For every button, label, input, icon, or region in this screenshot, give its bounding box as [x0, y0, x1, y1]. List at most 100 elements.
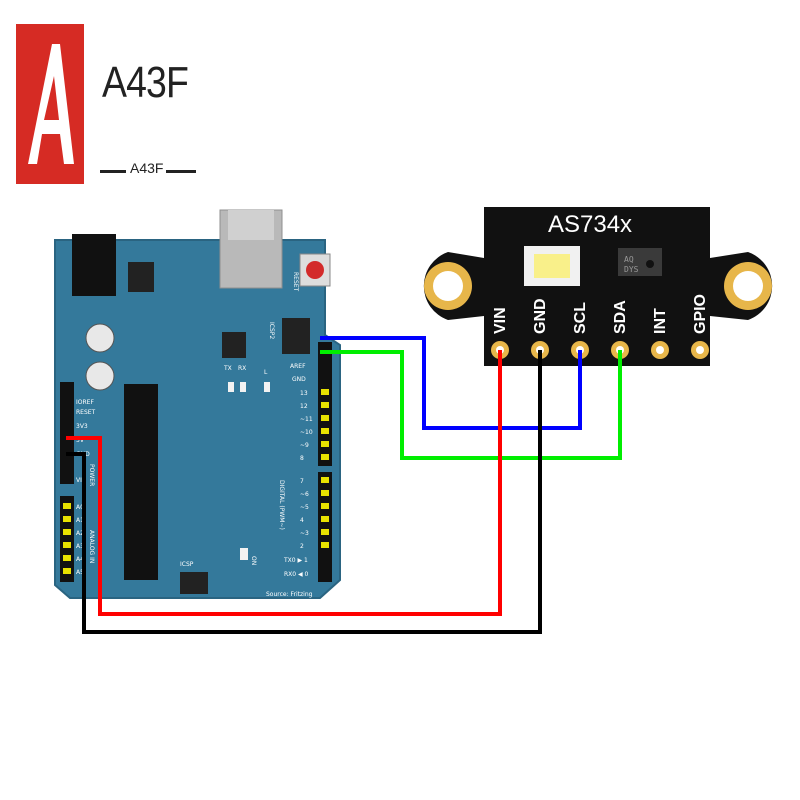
digital-pin-socket	[321, 542, 329, 548]
3v3-label: 3V3	[76, 423, 88, 430]
icsp2-label: ICSP2	[268, 322, 275, 339]
digital-label: DIGITAL (PWM~)	[278, 480, 285, 530]
analog-pin-label: A2	[76, 530, 84, 537]
wires	[66, 336, 622, 634]
icsp2-header	[282, 318, 310, 354]
digital-pin-label: 2	[300, 543, 304, 550]
usb-chip	[222, 332, 246, 358]
digital-pin-label: ~5	[300, 504, 309, 511]
digital-pin-socket	[321, 503, 329, 509]
sensor-pin-label-gnd: GND	[532, 298, 549, 334]
digital-pin-socket	[321, 454, 329, 460]
sensor-pins: VIN GND SCL SDA INT GPIO	[491, 294, 709, 359]
digital-pin-socket	[321, 516, 329, 522]
chip-marking: AQ	[624, 255, 634, 264]
sensor-pin-label-int: INT	[652, 308, 669, 334]
l-led	[264, 382, 270, 392]
digital-pin-label: 12	[300, 403, 308, 410]
brand-logo	[16, 24, 84, 184]
sensor-pin-hole-gpio	[696, 346, 704, 354]
5v-label: 5V	[76, 437, 85, 444]
as734x-sensor-board: AS734x AQ DYS VIN GND SCL SDA INT GPIO	[423, 207, 773, 366]
digital-pin-label: ~10	[300, 429, 313, 436]
brand-sub: A43F	[130, 160, 164, 176]
digital-pin-label: ~6	[300, 491, 309, 498]
sensor-pin-hole-int	[656, 346, 664, 354]
analog-label: ANALOG IN	[88, 530, 95, 563]
reset-label: RESET	[292, 272, 299, 292]
wire-scl	[320, 336, 582, 430]
ioref-label: IOREF	[76, 399, 94, 406]
rx-led	[240, 382, 246, 392]
digital-pin-label: ~11	[300, 416, 313, 423]
capacitor-1	[85, 323, 115, 353]
digital-pin-label: 4	[300, 517, 304, 524]
brand-sub-line-left	[100, 170, 126, 173]
aref-label: AREF	[290, 363, 306, 370]
rx-label: RX	[238, 365, 246, 372]
analog-pin-socket	[63, 503, 71, 509]
analog-pin-label: A3	[76, 543, 84, 550]
sensor-pin-label-gpio: GPIO	[692, 294, 709, 334]
l-label: L	[264, 369, 268, 376]
digital-pin-socket	[321, 415, 329, 421]
analog-pin-label: A1	[76, 517, 84, 524]
analog-pin-label: A4	[76, 556, 84, 563]
icsp-label: ICSP	[180, 561, 194, 568]
digital-pin-label: ~9	[300, 442, 309, 449]
tx-label: TX	[223, 365, 232, 372]
icsp-header	[180, 572, 208, 594]
on-label: ON	[250, 556, 257, 565]
reset-button[interactable]	[306, 261, 324, 279]
digital-pin-label: 13	[300, 390, 308, 397]
chip-marking-2: DYS	[624, 265, 639, 274]
wire-vin	[66, 350, 502, 616]
tx-led	[228, 382, 234, 392]
digital-pin-socket	[321, 490, 329, 496]
digital-header-bottom	[318, 472, 332, 582]
rx0-label: RX0 ◀ 0	[284, 571, 309, 578]
arduino-board: RESET ICSP2 TX RX L ICSP ON Source: Frit…	[54, 209, 341, 599]
digital-pin-socket	[321, 529, 329, 535]
analog-pin-label: A5	[76, 569, 84, 576]
digital-pin-socket	[321, 441, 329, 447]
power-label: POWER	[88, 464, 95, 486]
mount-hole-right	[733, 271, 763, 301]
tx1-label: TX0 ▶ 1	[283, 557, 308, 564]
power-header	[60, 382, 74, 484]
digital-pin-label: 7	[300, 478, 304, 485]
digital-pin-label: 8	[300, 455, 304, 462]
brand-sub-line-right	[166, 170, 196, 173]
brand-sub-block: A43F	[100, 160, 196, 180]
digital-pin-socket	[321, 402, 329, 408]
usb-port-inner	[228, 210, 274, 240]
wire-gnd	[66, 350, 542, 634]
analog-pin-socket	[63, 542, 71, 548]
analog-pin-label: A0	[76, 504, 84, 511]
digital-pin-socket	[321, 389, 329, 395]
analog-pin-socket	[63, 568, 71, 574]
analog-pin-socket	[63, 516, 71, 522]
capacitor-2	[85, 361, 115, 391]
voltage-regulator	[128, 262, 154, 292]
microcontroller-chip	[124, 384, 158, 580]
analog-pin-socket	[63, 529, 71, 535]
mount-hole-left	[433, 271, 463, 301]
analog-pin-socket	[63, 555, 71, 561]
gnd-label: GND	[292, 376, 306, 383]
digital-pin-socket	[321, 428, 329, 434]
source-label: Source: Fritzing	[266, 591, 313, 598]
on-led	[240, 548, 248, 560]
as734x-chip	[618, 248, 662, 276]
reset-left-label: RESET	[76, 409, 96, 416]
sensor-pin-label-vin: VIN	[492, 307, 509, 334]
sensor-title: AS734x	[548, 211, 632, 238]
vin-left-label: VIN	[76, 477, 86, 484]
brand-logo-glyph	[28, 44, 74, 164]
white-led	[534, 254, 570, 278]
sensor-pin-label-sda: SDA	[612, 300, 629, 334]
sensor-pin-label-scl: SCL	[572, 302, 589, 334]
